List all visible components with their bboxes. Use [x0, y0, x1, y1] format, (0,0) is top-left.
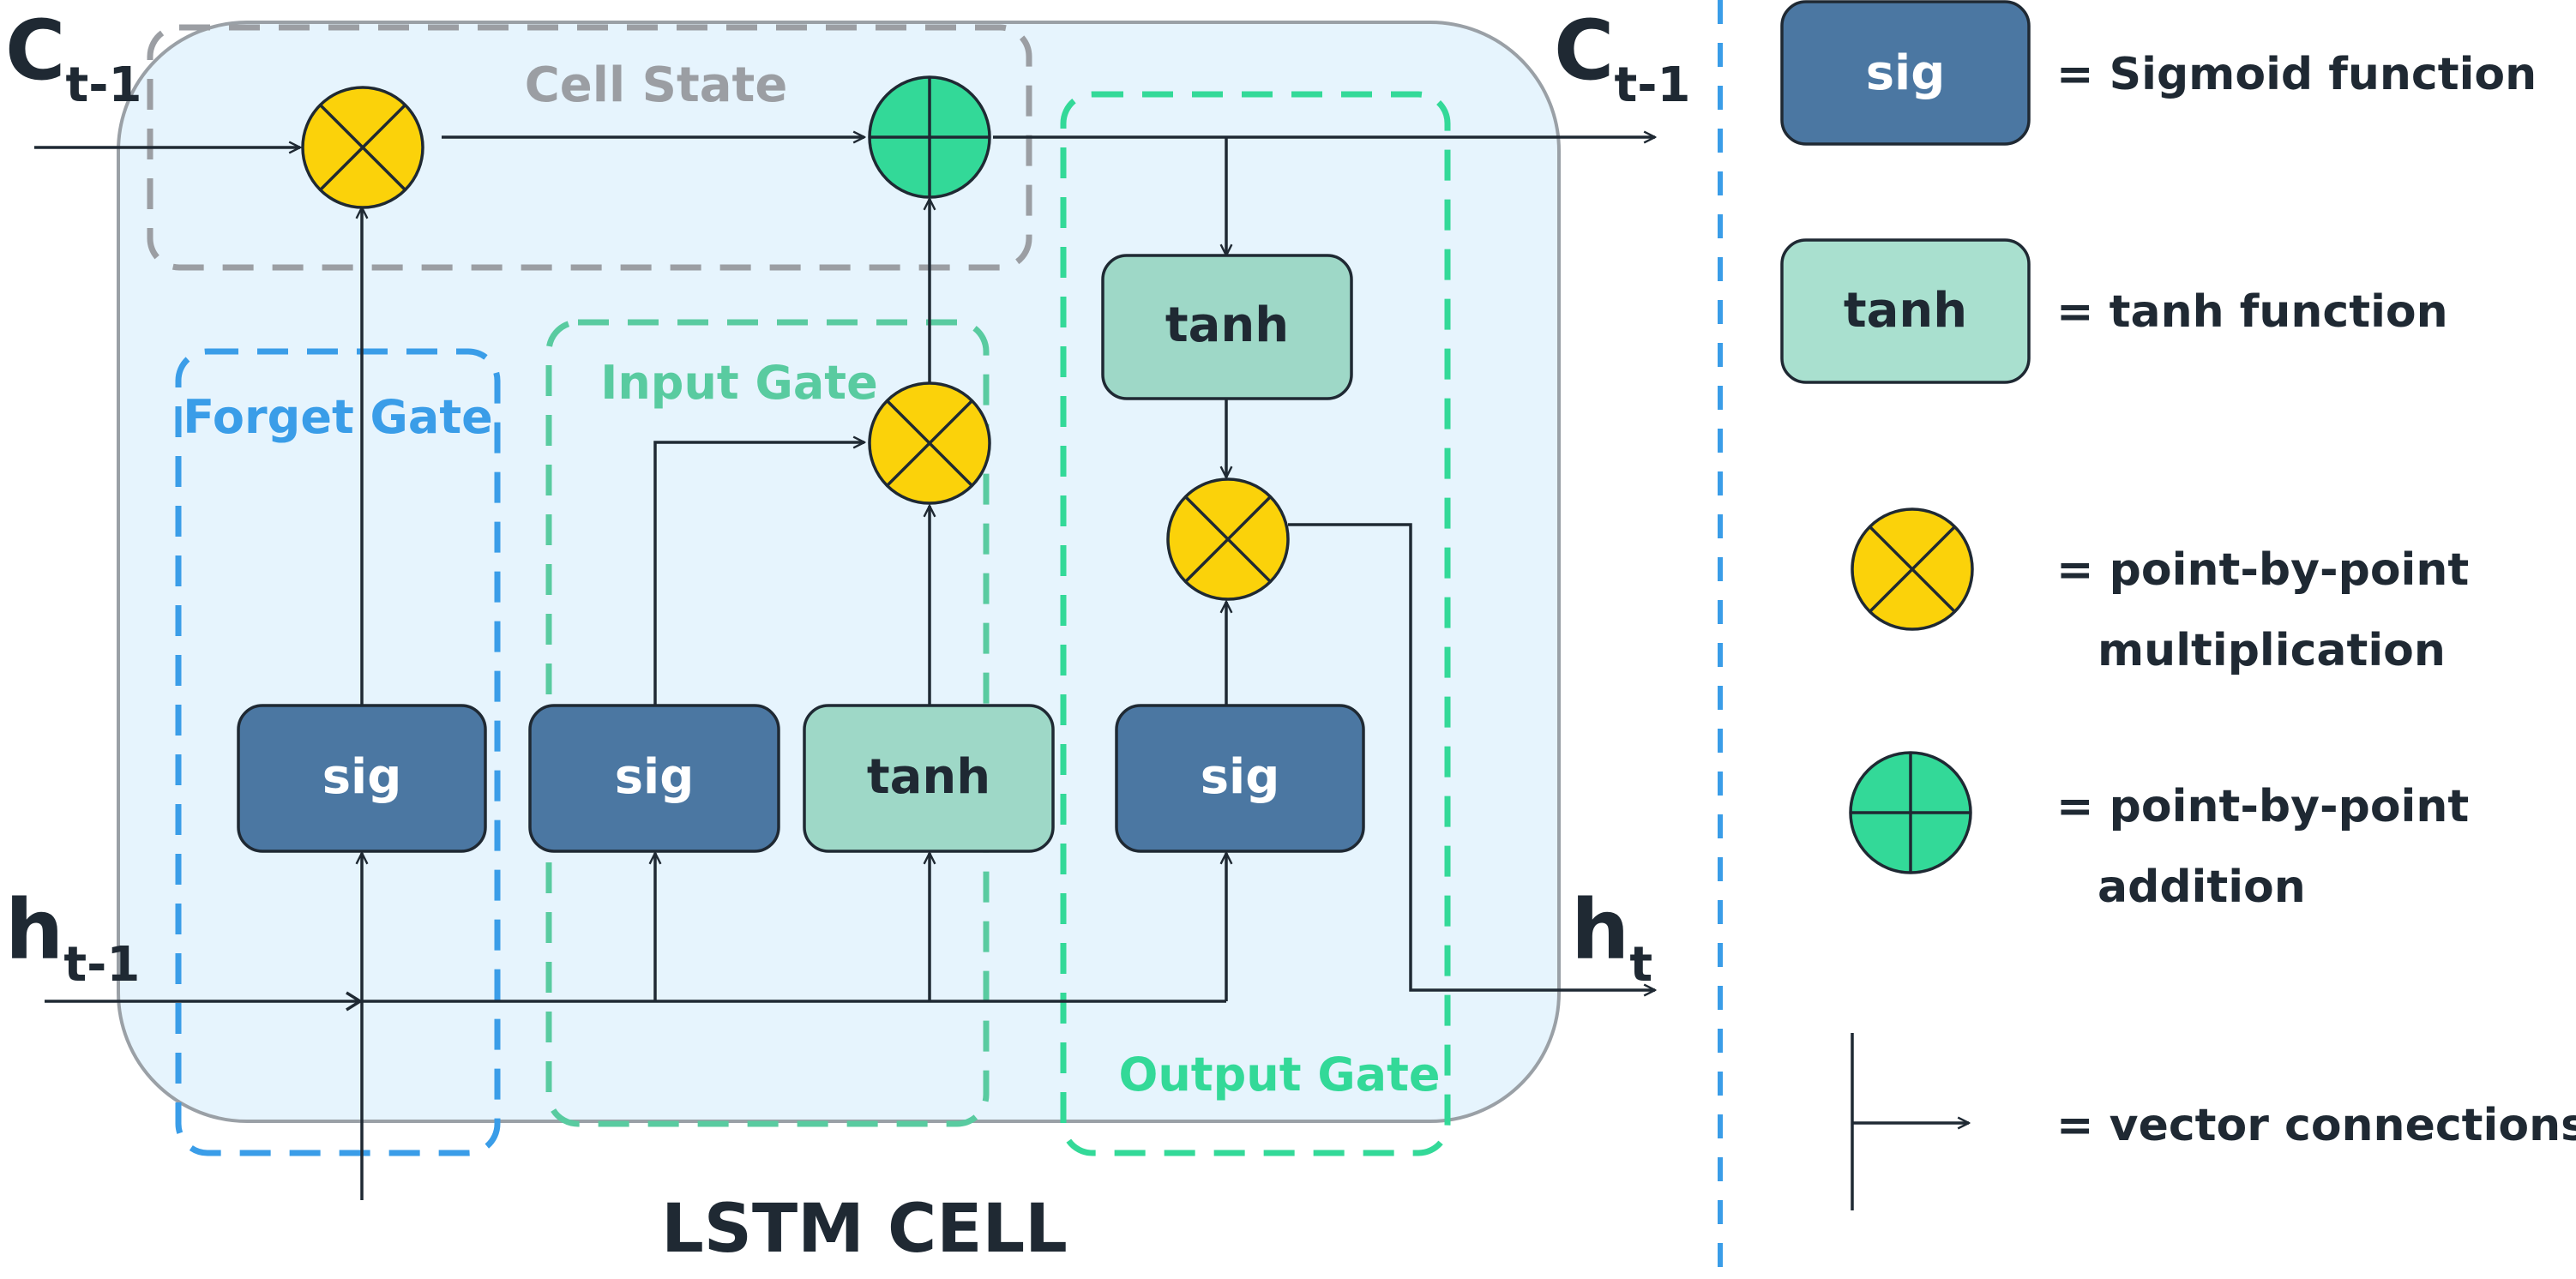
forget-sig-block: sig [237, 704, 487, 853]
legend-sig-item: sig = Sigmoid function [1780, 0, 2537, 146]
legend-multiply-desc-1: = point-by-point [2056, 544, 2469, 596]
output-multiply-icon [1166, 477, 1290, 601]
output-gate-label: Output Gate [1118, 1048, 1440, 1102]
legend-multiply-desc-2: multiplication [2098, 625, 2446, 676]
vector-connection-icon [1851, 1033, 1969, 1210]
forget-gate-label: Forget Gate [183, 390, 493, 444]
legend-add-item: = point-by-point addition [1849, 751, 2469, 913]
legend-sig-box-label: sig [1866, 45, 1946, 101]
input-multiply-icon [868, 381, 991, 505]
h-prev-label: ht-1 [5, 882, 140, 993]
output-sig-label: sig [1201, 749, 1280, 805]
cell-tanh-block: tanh [1101, 254, 1353, 400]
input-tanh-block: tanh [803, 704, 1055, 853]
input-sig-block: sig [528, 704, 780, 853]
legend-tanh-box-label: tanh [1844, 283, 1967, 339]
legend: sig = Sigmoid function tanh = tanh funct… [1780, 0, 2576, 1210]
forget-sig-label: sig [322, 749, 402, 805]
legend-multiply-icon [1851, 507, 1974, 631]
input-gate-label: Input Gate [600, 356, 877, 410]
output-sig-block: sig [1115, 704, 1365, 853]
forget-multiply-icon [301, 86, 424, 209]
legend-sig-desc: = Sigmoid function [2056, 49, 2537, 100]
c-prev-label: Ct-1 [5, 3, 141, 113]
c-next-label: Ct-1 [1554, 3, 1690, 113]
cell-state-label: Cell State [525, 57, 788, 113]
legend-add-icon [1849, 751, 1972, 874]
legend-tanh-desc: = tanh function [2056, 286, 2448, 338]
forget-gate-region [175, 348, 501, 1156]
legend-multiply-item: = point-by-point multiplication [1851, 507, 2469, 676]
legend-add-desc-2: addition [2098, 862, 2306, 913]
output-mult-to-ht [1288, 523, 1655, 990]
hidden-state-marker [346, 991, 364, 1012]
cell-add-icon [868, 75, 991, 199]
input-sig-to-mult [653, 442, 864, 706]
legend-tanh-item: tanh = tanh function [1780, 238, 2448, 384]
diagram-title: LSTM CELL [661, 1191, 1068, 1268]
legend-vector-item: = vector connections [1851, 1033, 2576, 1210]
h-next-label: ht [1571, 882, 1652, 993]
input-tanh-label: tanh [867, 749, 990, 805]
cell-tanh-label: tanh [1165, 297, 1289, 353]
input-sig-label: sig [615, 749, 695, 805]
legend-add-desc-1: = point-by-point [2056, 781, 2469, 832]
legend-vector-desc: = vector connections [2056, 1100, 2576, 1151]
output-gate-region [1060, 91, 1451, 1156]
